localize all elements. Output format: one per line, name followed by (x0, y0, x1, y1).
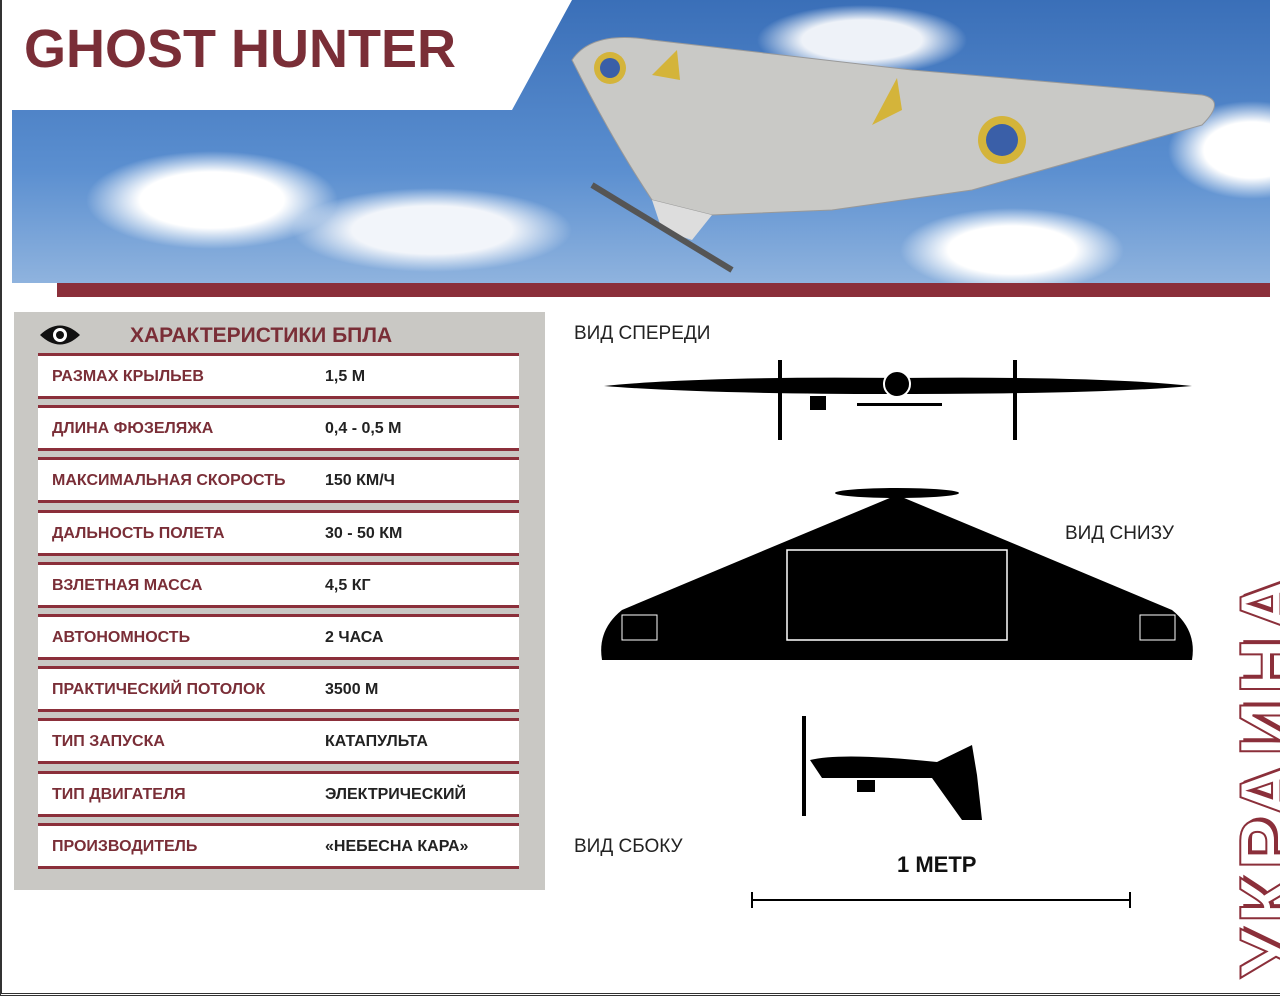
country-vertical-text: УКРАИНА (1222, 569, 1280, 979)
side-view-drawing (802, 716, 982, 820)
spec-row: АВТОНОМНОСТЬ 2 ЧАСА (38, 614, 519, 660)
spec-name: ДАЛЬНОСТЬ ПОЛЕТА (52, 524, 225, 542)
spec-row: ДЛИНА ФЮЗЕЛЯЖА 0,4 - 0,5 М (38, 405, 519, 452)
bottom-view-label: ВИД СНИЗУ (1065, 523, 1174, 544)
spec-row: ТИП ДВИГАТЕЛЯ ЭЛЕКТРИЧЕСКИЙ (38, 770, 519, 817)
spec-name: РАЗМАХ КРЫЛЬЕВ (52, 368, 204, 385)
side-view-label: ВИД СБОКУ (574, 836, 683, 857)
spec-name: ДЛИНА ФЮЗЕЛЯЖА (52, 420, 214, 438)
eye-icon (40, 325, 80, 345)
accent-strip (57, 283, 1270, 297)
spec-name: АВТОНОМНОСТЬ (52, 629, 191, 646)
spec-value: 3500 М (325, 681, 379, 699)
spec-name: ПРОИЗВОДИТЕЛЬ (52, 837, 198, 855)
spec-value: 1,5 М (325, 368, 366, 385)
scale-bar (751, 892, 1131, 908)
spec-row: ПРАКТИЧЕСКИЙ ПОТОЛОК 3500 М (38, 666, 519, 713)
spec-name: ТИП ЗАПУСКА (52, 733, 165, 751)
page-title: GHOST HUNTER (24, 19, 456, 79)
spec-row: ПРОИЗВОДИТЕЛЬ «НЕБЕСНА КАРА» (38, 822, 519, 869)
bottom-view-drawing (601, 488, 1193, 660)
specs-heading: ХАРАКТЕРИСТИКИ БПЛА (130, 324, 393, 347)
spec-row: МАКСИМАЛЬНАЯ СКОРОСТЬ 150 КМ/Ч (38, 457, 519, 504)
spec-name: МАКСИМАЛЬНАЯ СКОРОСТЬ (52, 472, 286, 490)
spec-value: КАТАПУЛЬТА (325, 733, 428, 751)
drone-photo (571, 37, 1215, 273)
spec-name: ВЗЛЕТНАЯ МАССА (52, 576, 203, 594)
front-view-label: ВИД СПЕРЕДИ (574, 323, 711, 344)
drone-silhouettes (601, 360, 1193, 908)
specs-panel: ХАРАКТЕРИСТИКИ БПЛА РАЗМАХ КРЫЛЬЕВ 1,5 М Д… (14, 312, 545, 890)
spec-value: 30 - 50 КМ (325, 524, 403, 542)
spec-name: ТИП ДВИГАТЕЛЯ (52, 785, 186, 803)
front-view-drawing (604, 360, 1192, 440)
spec-name: ПРАКТИЧЕСКИЙ ПОТОЛОК (52, 681, 266, 699)
spec-row: ДАЛЬНОСТЬ ПОЛЕТА 30 - 50 КМ (38, 509, 519, 556)
spec-value: 2 ЧАСА (325, 629, 384, 646)
spec-row: ВЗЛЕТНАЯ МАССА 4,5 КГ (38, 561, 519, 608)
spec-row: ТИП ЗАПУСКА КАТАПУЛЬТА (38, 718, 519, 765)
spec-value: 4,5 КГ (325, 576, 371, 594)
spec-row: РАЗМАХ КРЫЛЬЕВ 1,5 М (38, 353, 519, 399)
spec-value: «НЕБЕСНА КАРА» (325, 837, 469, 855)
spec-value: 0,4 - 0,5 М (325, 420, 402, 438)
spec-value: ЭЛЕКТРИЧЕСКИЙ (325, 785, 467, 803)
spec-value: 150 КМ/Ч (325, 472, 395, 490)
scale-label: 1 МЕТР (897, 852, 977, 877)
